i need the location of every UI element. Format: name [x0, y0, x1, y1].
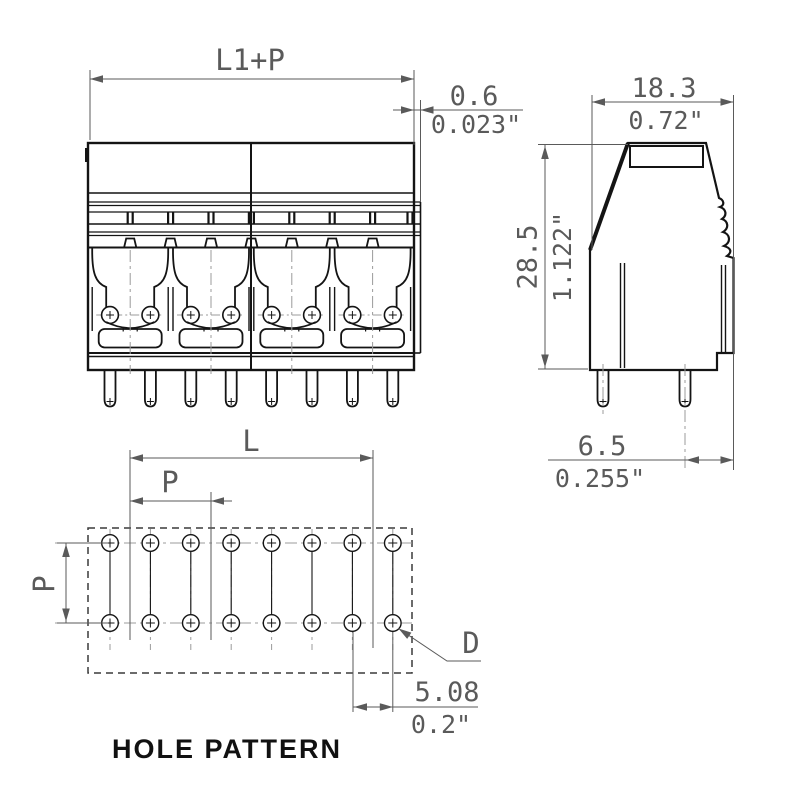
dim-sidewidth-mm: 18.3	[631, 73, 696, 104]
solder-pin	[346, 370, 359, 408]
arrowhead	[541, 354, 549, 368]
dim-l1p-label: L1+P	[215, 43, 285, 77]
hole	[141, 534, 160, 553]
latch-bump	[284, 237, 299, 248]
arrowhead	[592, 98, 605, 106]
dim-offset-mm: 0.6	[450, 81, 499, 112]
dimension-arrows	[62, 75, 734, 711]
hole	[343, 534, 362, 553]
arrowhead	[130, 497, 143, 505]
front-centerlines	[129, 250, 374, 374]
pcb-outline-dashed	[87, 527, 413, 674]
hole	[222, 534, 241, 553]
dim-pinedge-inch: 0.255"	[555, 464, 645, 493]
arrowhead	[130, 454, 143, 462]
hole	[343, 614, 362, 633]
arrowhead	[420, 106, 434, 114]
arrowhead	[401, 106, 414, 114]
side-pins	[596, 370, 692, 408]
latch-bump	[325, 237, 340, 248]
side-outline	[588, 141, 735, 372]
hole	[141, 614, 160, 633]
arrowhead	[211, 497, 224, 505]
front-pins	[103, 370, 400, 408]
front-view	[85, 141, 422, 408]
front-left-notch	[85, 148, 88, 162]
hole	[383, 534, 402, 553]
arrowhead	[379, 703, 393, 711]
arrowhead	[398, 628, 412, 639]
dim-holespacing-inch: 0.2"	[411, 710, 471, 739]
dim-height-inch: 1.122"	[548, 212, 577, 302]
arrowhead	[90, 75, 103, 83]
hole	[262, 614, 281, 633]
dim-length-label: L	[242, 424, 259, 458]
hole	[181, 534, 200, 553]
latch-bumps	[123, 237, 380, 248]
side-thick-slope	[588, 142, 630, 251]
dim-height-mm: 28.5	[513, 224, 544, 289]
solder-pin	[305, 370, 319, 408]
dim-diameter-label: D	[462, 626, 479, 660]
dim-rowpitch-label: P	[27, 575, 61, 592]
dim-pitch-label: P	[161, 465, 178, 499]
hole	[181, 614, 200, 633]
dim-sidewidth-inch: 0.72"	[628, 106, 703, 135]
hole	[262, 534, 281, 553]
solder-pin	[184, 370, 198, 408]
arrowhead	[720, 456, 734, 464]
latch-bump	[365, 237, 380, 248]
arrowhead	[62, 544, 70, 557]
hole	[222, 614, 241, 633]
latch-bump	[123, 237, 138, 248]
latch-bump	[163, 237, 178, 248]
latch-ticks	[126, 212, 414, 224]
hole	[303, 614, 322, 633]
solder-pin	[144, 370, 157, 408]
latch-bump	[244, 237, 259, 248]
arrowhead	[720, 98, 734, 106]
arrowhead	[354, 703, 367, 711]
wire-entry-window	[629, 145, 704, 168]
solder-pin	[103, 370, 117, 408]
drawing-caption: HOLE PATTERN	[112, 734, 342, 764]
hole-pattern-view	[55, 527, 414, 712]
dim-pinedge-mm: 6.5	[578, 431, 627, 462]
hole	[303, 534, 322, 553]
arrowhead	[401, 75, 414, 83]
dimensions: L1+P 0.6 0.023" 18.3 0.72" 28.5 1.122" 6…	[27, 43, 734, 739]
arrowhead	[62, 608, 70, 622]
dim-holespacing-mm: 5.08	[414, 677, 479, 708]
solder-pin	[265, 370, 278, 408]
solder-pin	[386, 370, 400, 408]
arrowhead	[686, 456, 699, 464]
solder-pin	[224, 370, 238, 408]
hole	[383, 614, 402, 633]
latch-bump	[204, 237, 218, 248]
dim-offset-inch: 0.023"	[431, 110, 521, 139]
holes	[100, 534, 402, 633]
diameter-leader	[398, 628, 481, 662]
arrowhead	[360, 454, 373, 462]
arrowhead	[541, 146, 549, 159]
side-view	[588, 141, 735, 470]
